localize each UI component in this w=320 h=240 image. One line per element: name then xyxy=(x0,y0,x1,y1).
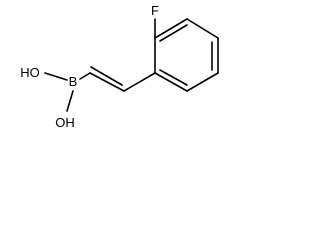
boron-label: B xyxy=(69,74,78,89)
hydroxyl-lower-label: OH xyxy=(55,115,75,130)
ring-double-bond-inner-3 xyxy=(159,69,188,86)
hydroxyl-upper-label: HO xyxy=(20,65,40,80)
benzene-ring xyxy=(154,18,219,92)
ring-vinyl-bond xyxy=(123,72,156,92)
chemical-structure: F B HO OH xyxy=(20,3,219,130)
ring-bond-4 xyxy=(186,72,219,92)
vinyl-double-bond-inner xyxy=(90,66,123,86)
b-oh-upper-bond xyxy=(44,72,68,81)
b-oh-lower-bond xyxy=(66,90,74,112)
ring-bond-5 xyxy=(154,72,188,92)
ring-double-bond-inner-1 xyxy=(159,24,188,42)
vinyl-double-bond xyxy=(89,72,125,92)
fluorine-label: F xyxy=(151,3,159,18)
ring-bond-1 xyxy=(154,18,188,39)
c-b-bond xyxy=(79,72,91,80)
ring-bond-2 xyxy=(186,18,219,39)
